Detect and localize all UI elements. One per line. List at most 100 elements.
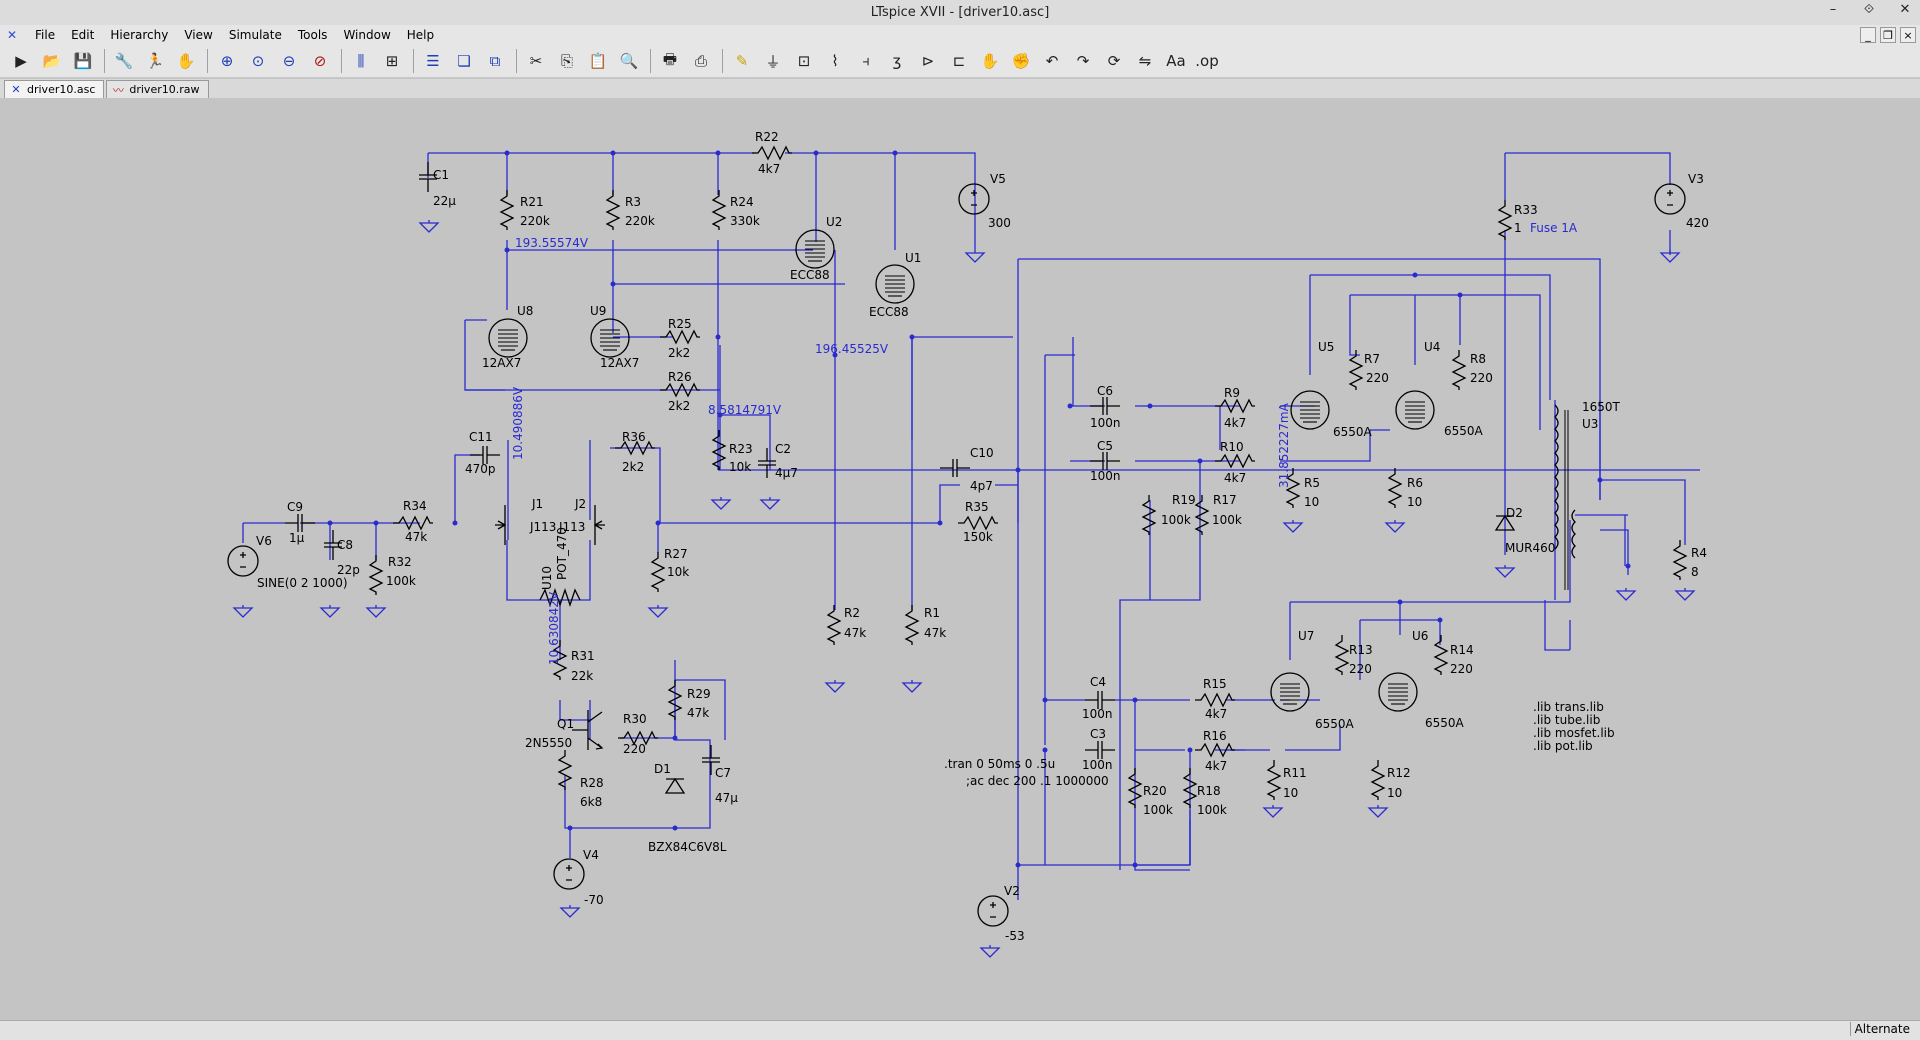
cut-icon[interactable]: ✂ [529, 52, 543, 70]
zoom-fit-icon[interactable]: ⊘ [313, 52, 327, 70]
value-u3: U3 [1582, 417, 1598, 431]
waveform-icon: 〰 [112, 83, 124, 97]
label-r5: R5 [1304, 476, 1320, 490]
label-u2: U2 [826, 215, 842, 229]
value-r1: 47k [924, 626, 946, 640]
tab-driver10-raw[interactable]: 〰 driver10.raw [106, 80, 209, 98]
capacitor-icon[interactable]: ⫞ [862, 52, 870, 70]
tab-driver10-asc[interactable]: ✕ driver10.asc [4, 80, 105, 98]
open-icon[interactable]: 📂 [42, 52, 62, 70]
doc-restore-icon[interactable]: ❐ [1880, 27, 1896, 43]
menu-help[interactable]: Help [406, 28, 435, 42]
label-q1: Q1 [557, 717, 574, 731]
menu-tools[interactable]: Tools [297, 28, 328, 42]
label-r6: R6 [1407, 476, 1423, 490]
menu-edit[interactable]: Edit [71, 28, 95, 42]
doc-minimize-icon[interactable]: _ [1860, 27, 1876, 43]
value-c11: 470p [465, 462, 496, 476]
value-r21: 220k [520, 214, 550, 228]
component-icon[interactable]: ⊏ [952, 52, 966, 70]
text-icon[interactable]: Aa [1166, 52, 1186, 70]
print-setup-icon[interactable]: 🖶 [662, 49, 678, 68]
tran-directive: .tran 0 50ms 0 .5u [944, 757, 1055, 771]
close-button[interactable]: ✕ [1899, 2, 1911, 17]
label-r34: R34 [403, 499, 427, 513]
zoom-in-icon[interactable]: ⊕ [220, 52, 234, 70]
label-r12: R12 [1387, 766, 1411, 780]
schematic-canvas[interactable]: R22 4k7 C1 22µ R21 220k R3 220k R24 330k… [0, 98, 1920, 1020]
resistor-icon[interactable]: ⌇ [831, 52, 839, 70]
label-r23: R23 [729, 442, 753, 456]
voltage-probe-3: 8.5814791V [708, 403, 782, 417]
ground-symbols [233, 219, 1695, 958]
value-c4: 100n [1082, 707, 1113, 721]
tab-label: driver10.asc [27, 83, 96, 96]
mirror-icon[interactable]: ⇋ [1138, 52, 1152, 70]
control-panel-icon[interactable]: 🔧 [114, 52, 134, 70]
menu-file[interactable]: File [35, 28, 56, 42]
run-icon[interactable]: ▶ [15, 52, 27, 70]
minimize-button[interactable]: – [1829, 2, 1837, 17]
autorange-icon[interactable]: ⫼ [357, 52, 365, 70]
label-r4: R4 [1691, 546, 1707, 560]
value-u7: 6550A [1315, 717, 1355, 731]
value-r29: 47k [687, 706, 709, 720]
menu-simulate[interactable]: Simulate [228, 28, 282, 42]
value-c10: 4p7 [970, 479, 993, 493]
label-u4: U4 [1424, 340, 1440, 354]
menu-window[interactable]: Window [343, 28, 391, 42]
toolbar-separator [104, 49, 105, 73]
value-r28: 6k8 [580, 795, 602, 809]
value-r19: 100k [1161, 513, 1191, 527]
redo-icon[interactable]: ↷ [1076, 52, 1090, 70]
value-r15: 4k7 [1205, 707, 1227, 721]
menu-view[interactable]: View [184, 28, 213, 42]
move-icon[interactable]: ✋ [980, 52, 1000, 70]
grid-icon[interactable]: ⊞ [385, 52, 399, 70]
restore-button[interactable]: ⟐ [1863, 2, 1875, 17]
menu-hierarchy[interactable]: Hierarchy [110, 28, 169, 42]
paste-icon[interactable]: 📋 [588, 52, 608, 70]
drag-icon[interactable]: ✊ [1011, 52, 1031, 70]
value-u5: 6550A [1333, 425, 1373, 439]
doc-close-icon[interactable]: × [1900, 27, 1916, 43]
rotate-icon[interactable]: ⟳ [1107, 52, 1121, 70]
component-labels: R22 4k7 C1 22µ R21 220k R3 220k R24 330k… [256, 130, 1709, 943]
lib-directive-2: .lib tube.lib [1533, 713, 1600, 727]
inductor-icon[interactable]: ʒ [892, 52, 902, 70]
value-v2: -53 [1005, 929, 1025, 943]
halt-icon[interactable]: ✋ [176, 52, 196, 70]
label-r27: R27 [664, 547, 688, 561]
cascade-icon[interactable]: ❏ [457, 52, 471, 70]
value-r27: 10k [667, 565, 689, 579]
lib-directive-3: .lib mosfet.lib [1533, 726, 1615, 740]
ground-icon[interactable]: ⏚ [765, 52, 781, 71]
zoom-out-icon[interactable]: ⊖ [282, 52, 296, 70]
schematic[interactable]: R22 4k7 C1 22µ R21 220k R3 220k R24 330k… [0, 98, 1920, 1020]
label-net-icon[interactable]: ⊡ [797, 52, 811, 70]
pan-icon[interactable]: ⊙ [251, 52, 265, 70]
run-simulation-icon[interactable]: 🏃 [145, 52, 165, 70]
spice-directive-icon[interactable]: .op [1195, 52, 1219, 70]
undo-icon[interactable]: ↶ [1045, 52, 1059, 70]
label-r13: R13 [1349, 643, 1373, 657]
label-u3: 1650T [1582, 400, 1621, 414]
value-c9: 1µ [289, 531, 305, 545]
label-r10: R10 [1220, 440, 1244, 454]
draw-wire-icon[interactable]: ✎ [735, 52, 749, 70]
label-r22: R22 [755, 130, 779, 144]
print-icon[interactable]: ⎙ [694, 52, 707, 70]
ltspice-app-icon[interactable]: ✕ [6, 28, 18, 42]
components[interactable] [227, 146, 1687, 927]
window-title: LTspice XVII - [driver10.asc] [870, 5, 1050, 20]
diode-icon[interactable]: ⊳ [921, 52, 935, 70]
find-icon[interactable]: 🔍 [619, 52, 639, 70]
label-u9: U9 [590, 304, 606, 318]
copy-icon[interactable]: ⎘ [560, 52, 573, 70]
label-r24: R24 [730, 195, 754, 209]
tile-horizontal-icon[interactable]: ☰ [426, 52, 440, 70]
value-j1: J113 [529, 520, 556, 534]
label-v5: V5 [990, 172, 1006, 186]
save-icon[interactable]: 💾 [73, 52, 93, 70]
tile-vertical-icon[interactable]: ⧉ [489, 52, 501, 70]
